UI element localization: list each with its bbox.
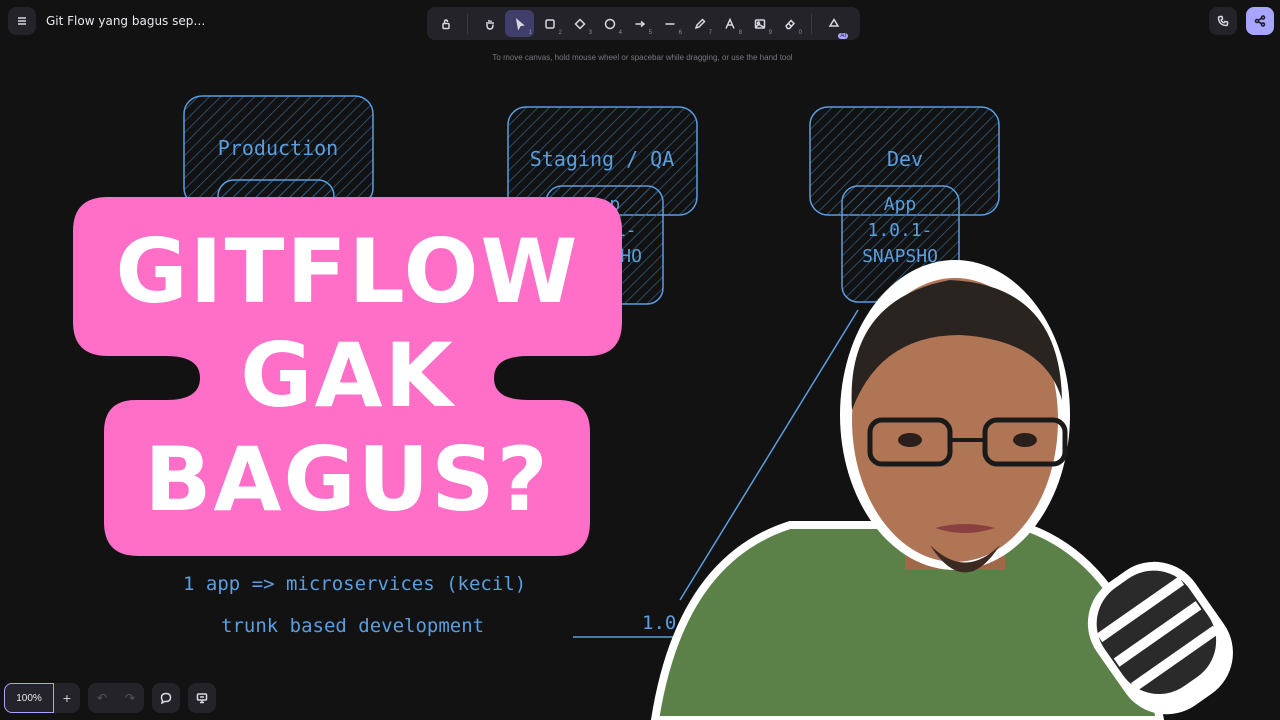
rectangle-icon: [544, 18, 555, 29]
present-button[interactable]: [188, 683, 216, 713]
tool-rectangle[interactable]: 2: [535, 10, 564, 37]
tool-eraser[interactable]: 0: [775, 10, 804, 37]
zoom-in-button[interactable]: +: [62, 690, 72, 706]
toolbar-divider: [467, 13, 468, 34]
tool-hand[interactable]: [475, 10, 504, 37]
document-title[interactable]: Git Flow yang bagus sep…: [46, 14, 206, 28]
canvas-hint: To move canvas, hold mouse wheel or spac…: [492, 53, 793, 62]
shapes-icon: [828, 17, 839, 27]
tool-line-key: 6: [678, 30, 682, 36]
tool-lock[interactable]: [431, 10, 460, 37]
share-button[interactable]: [1246, 7, 1274, 35]
redo-button[interactable]: ↷: [124, 691, 136, 705]
zoom-level[interactable]: 100%: [4, 683, 54, 713]
line-icon: [665, 22, 674, 25]
tool-arrow-key: 5: [648, 30, 652, 36]
ai-badge: AI: [838, 33, 848, 39]
text-icon: [724, 17, 735, 29]
tool-image[interactable]: 9: [745, 10, 774, 37]
share-icon: [1254, 15, 1266, 27]
tool-selection-key: 1: [528, 30, 532, 36]
tool-ellipse[interactable]: 4: [595, 10, 624, 37]
tool-image-key: 9: [768, 30, 772, 36]
hamburger-icon: [18, 17, 26, 25]
tool-draw-key: 7: [708, 30, 712, 36]
lock-icon: [441, 18, 450, 29]
staging-label: Staging / QA: [530, 147, 675, 171]
note-trunk-based: trunk based development: [221, 615, 484, 637]
history-control: ↶ ↷: [88, 683, 144, 713]
note-microservices: 1 app => microservices (kecil): [183, 573, 526, 595]
tool-arrow[interactable]: 5: [625, 10, 654, 37]
dev-app-snapshot: SNAPSHO: [862, 246, 938, 267]
connector-line[interactable]: [679, 309, 859, 601]
tool-diamond-key: 3: [588, 30, 592, 36]
dev-app-version: 1.0.1-: [867, 220, 932, 241]
undo-button[interactable]: ↶: [96, 691, 108, 705]
eraser-icon: [784, 18, 795, 29]
cursor-icon: [515, 17, 525, 30]
pencil-icon: [694, 17, 706, 29]
production-label: Production: [218, 136, 338, 160]
tool-ellipse-key: 4: [618, 30, 622, 36]
shape-toolbar: 1 2 3 4 5 6 7 8 9 0 AI: [427, 7, 860, 40]
tool-text[interactable]: 8: [715, 10, 744, 37]
dev-label: Dev: [887, 147, 923, 171]
tool-selection[interactable]: 1: [505, 10, 534, 37]
ellipse-icon: [604, 18, 615, 29]
tool-extra[interactable]: AI: [819, 10, 848, 39]
tool-eraser-key: 0: [798, 30, 802, 36]
hand-icon: [485, 19, 494, 30]
main-menu-button[interactable]: [8, 7, 36, 35]
zoom-control: 100% +: [4, 683, 80, 713]
tool-diamond[interactable]: 3: [565, 10, 594, 37]
image-icon: [754, 18, 765, 29]
title-backdrop: [73, 197, 622, 556]
microphone-image: [1087, 561, 1233, 715]
arrow-icon: [635, 20, 645, 27]
presentation-icon: [196, 693, 208, 704]
call-button[interactable]: [1209, 7, 1237, 35]
tool-line[interactable]: 6: [655, 10, 684, 37]
tool-rectangle-key: 2: [558, 30, 562, 36]
tool-text-key: 8: [738, 30, 742, 36]
tool-draw[interactable]: 7: [685, 10, 714, 37]
diamond-icon: [573, 17, 586, 30]
comment-button[interactable]: [152, 683, 180, 713]
chat-bubble-icon: [160, 692, 172, 704]
toolbar-divider: [811, 13, 812, 34]
presenter-avatar: [650, 260, 1165, 720]
dev-app-label: App: [884, 194, 917, 215]
phone-icon: [1217, 15, 1229, 27]
